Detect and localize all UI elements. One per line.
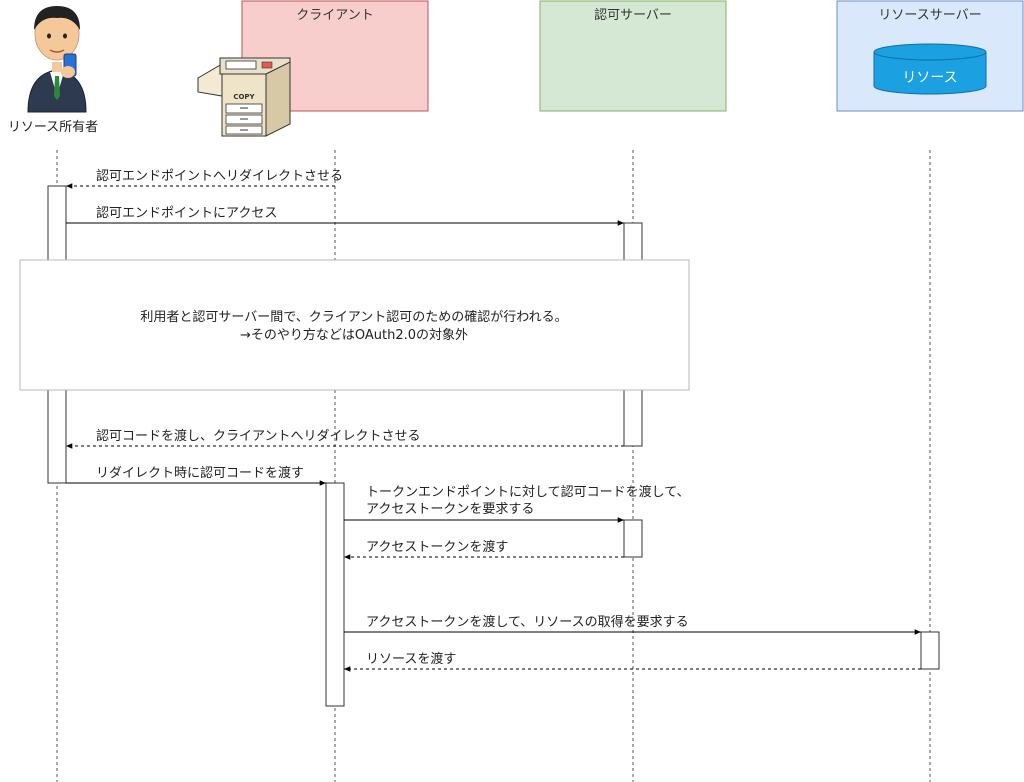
msg-4-label: リダイレクト時に認可コードを渡す [96,465,304,481]
msg-8-label: リソースを渡す [366,651,456,667]
msg-2-label: 認可エンドポイントにアクセス [96,205,277,221]
auth-server-box [539,0,727,112]
client-title: クライアント [296,8,373,23]
person-icon [27,6,87,113]
client-activation [325,482,345,707]
resource-server-title: リソースサーバー [878,8,981,23]
copier-label: COPY [233,93,255,101]
auth-server-activation-2 [623,519,643,558]
copier-icon: COPY [197,57,291,137]
owner-label: リソース所有者 [8,120,98,135]
note-line-1: 利用者と認可サーバー間で、クライアント認可のための確認が行われる。 [140,309,567,325]
note-line-2: →そのやり方などはOAuth2.0の対象外 [240,327,468,343]
msg-6-label: アクセストークンを渡す [366,539,508,555]
msg-3-label: 認可コードを渡し、クライアントへリダイレクトさせる [96,428,420,444]
msg-5-label-line-2: アクセストークンを要求する [366,502,534,517]
auth-server-title: 認可サーバー [594,7,672,23]
msg-7-label: アクセストークンを渡して、リソースの取得を要求する [366,614,689,630]
resource-server-activation [920,631,940,670]
msg-5-label-line-1: トークンエンドポイントに対して認可コードを渡して、 [366,484,690,500]
resource-database-label: リソース [902,70,957,86]
resource-database-icon: リソース [873,43,987,95]
msg-1-label: 認可エンドポイントへリダイレクトさせる [96,168,343,184]
note-box [19,259,690,391]
